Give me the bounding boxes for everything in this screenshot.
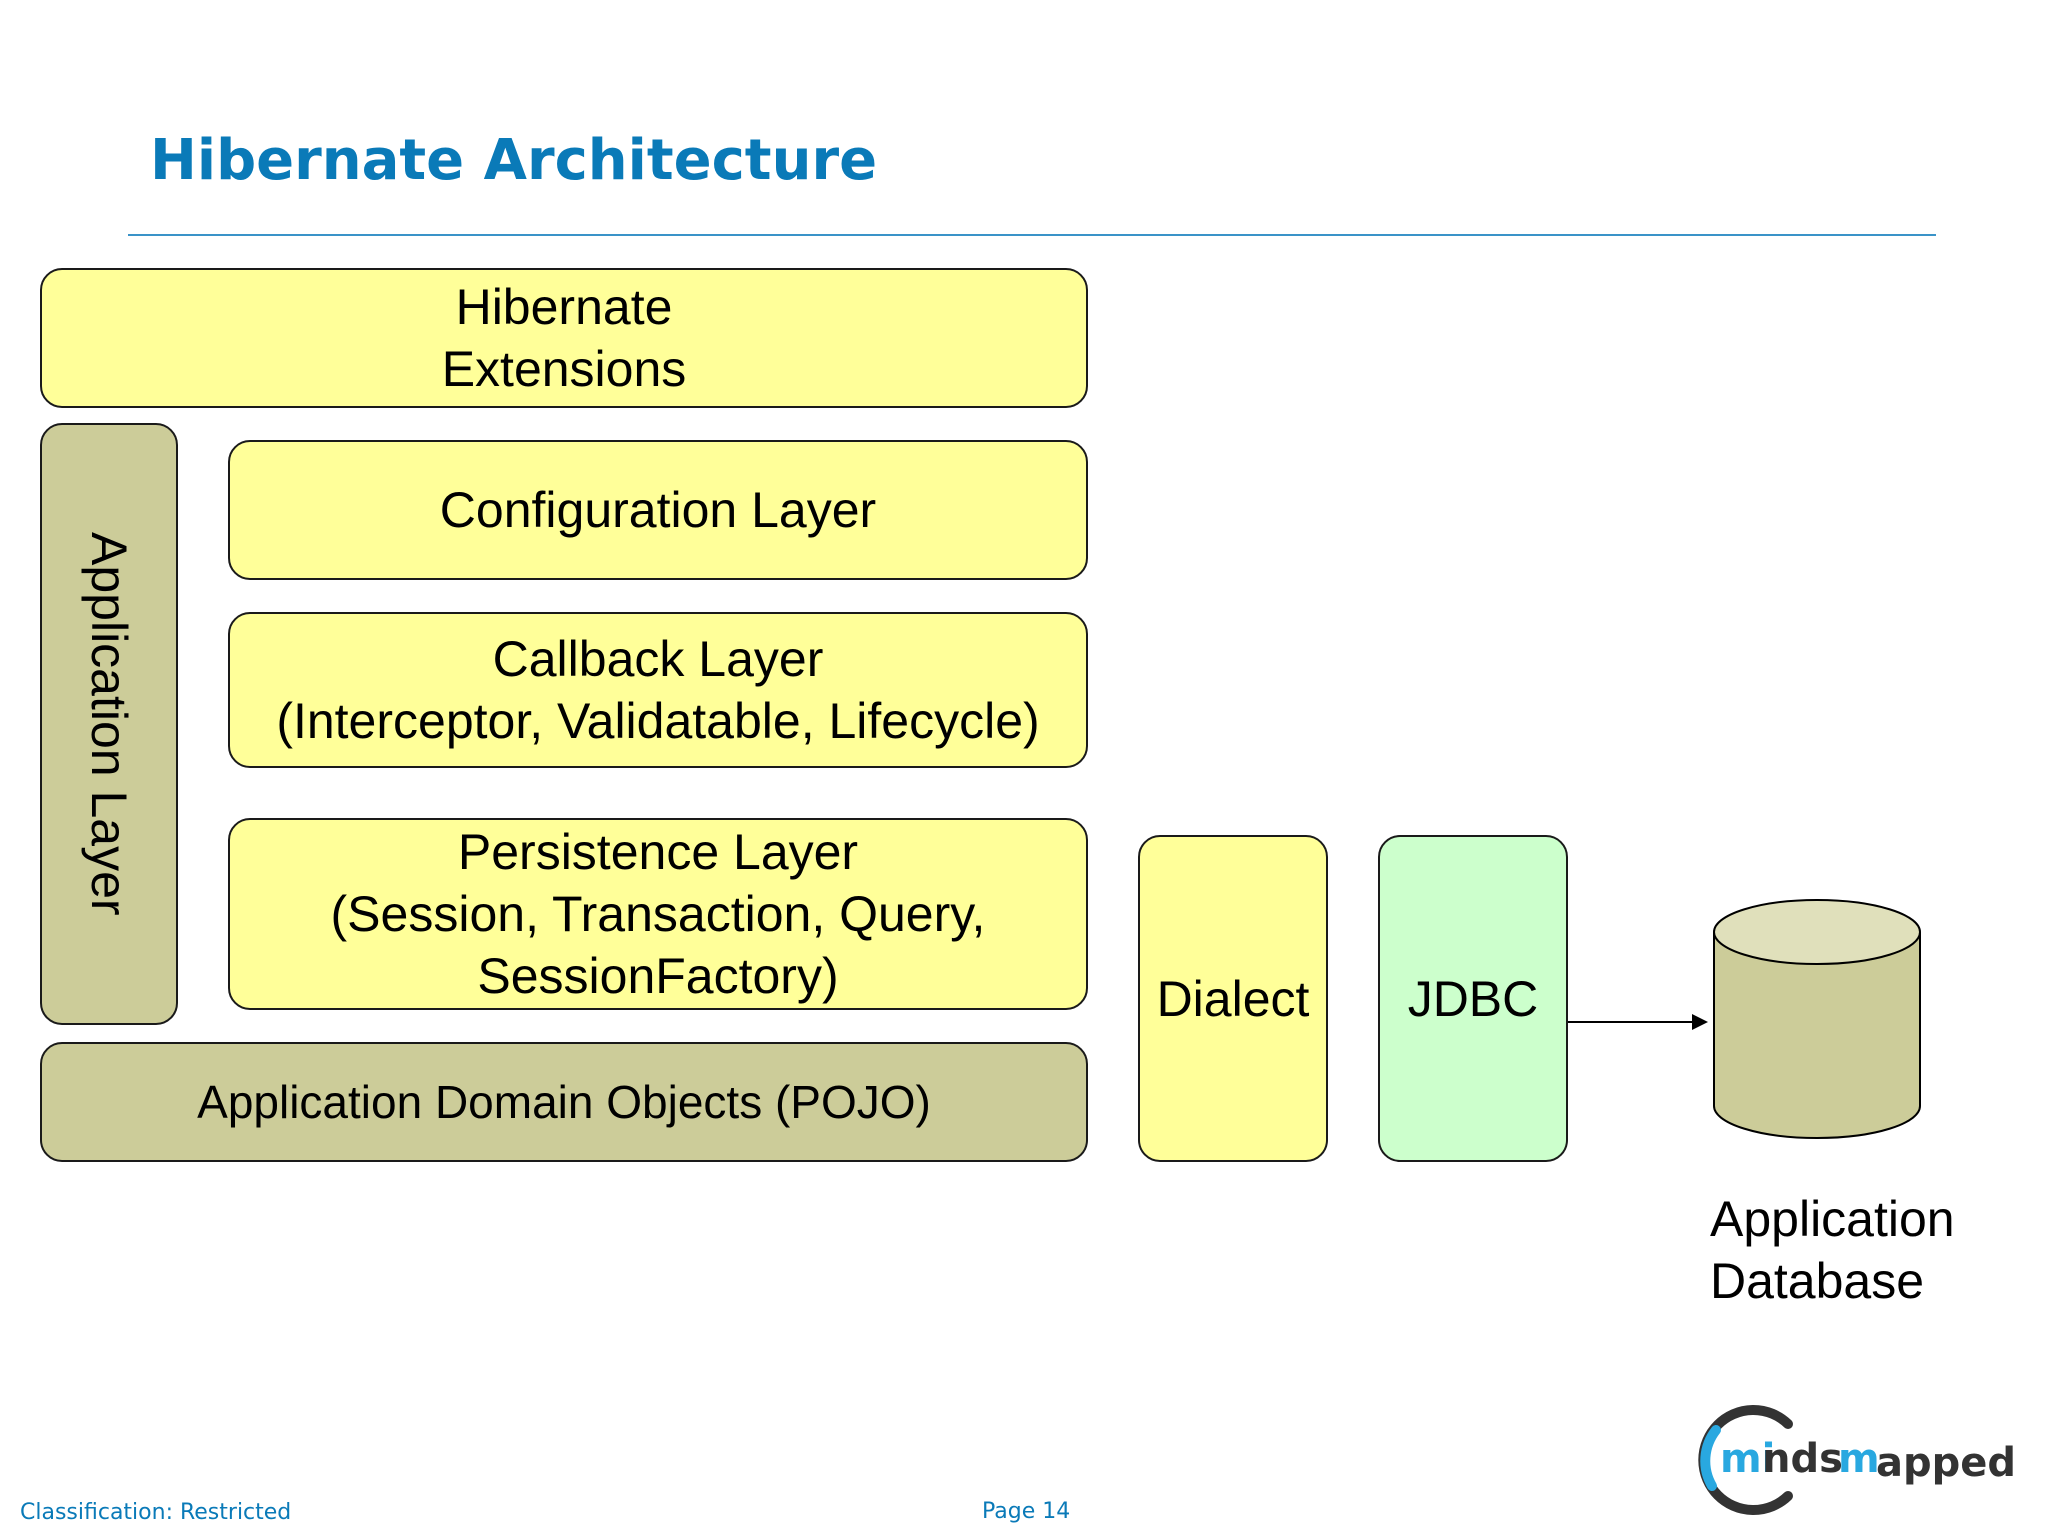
database-label-line-2: Database (1710, 1253, 1925, 1309)
database-label: Application Database (1710, 1188, 1955, 1312)
callback-layer-line-1: Callback Layer (492, 631, 824, 687)
svg-text:nds: nds (1762, 1436, 1843, 1482)
application-layer-box: Application Layer (40, 423, 178, 1025)
callback-layer-box: Callback Layer (Interceptor, Validatable… (228, 612, 1088, 768)
hibernate-extensions-line-1: Hibernate (455, 279, 673, 335)
jdbc-box: JDBC (1378, 835, 1568, 1162)
jdbc-to-database-arrow (1568, 1014, 1708, 1030)
configuration-layer-box: Configuration Layer (228, 440, 1088, 580)
callback-layer-line-2: (Interceptor, Validatable, Lifecycle) (276, 693, 1040, 749)
footer-page-number: Page 14 (982, 1499, 1071, 1524)
mindsmapped-logo: mi nds m apped (1698, 1405, 2016, 1515)
dialect-box: Dialect (1138, 835, 1328, 1162)
persistence-layer-line-1: Persistence Layer (457, 824, 859, 880)
database-cylinder-icon (1713, 899, 1921, 1139)
persistence-layer-box: Persistence Layer (Session, Transaction,… (228, 818, 1088, 1010)
jdbc-label: JDBC (1407, 970, 1539, 1027)
svg-text:m: m (1838, 1436, 1880, 1482)
slide-title: Hibernate Architecture (150, 128, 878, 193)
hibernate-extensions-box: Hibernate Extensions (40, 268, 1088, 408)
domain-objects-label: Application Domain Objects (POJO) (197, 1076, 931, 1128)
domain-objects-box: Application Domain Objects (POJO) (40, 1042, 1088, 1162)
title-divider (128, 234, 1936, 236)
database-label-line-1: Application (1710, 1191, 1955, 1247)
footer-classification: Classification: Restricted (20, 1500, 292, 1525)
application-layer-label: Application Layer (81, 532, 137, 916)
svg-text:apped: apped (1876, 1440, 2016, 1486)
hibernate-extensions-line-2: Extensions (441, 341, 687, 397)
persistence-layer-line-2: (Session, Transaction, Query, (330, 886, 986, 942)
svg-text:mi: mi (1720, 1436, 1775, 1482)
persistence-layer-line-3: SessionFactory) (477, 948, 839, 1004)
dialect-label: Dialect (1156, 970, 1310, 1027)
configuration-layer-label: Configuration Layer (439, 482, 877, 538)
